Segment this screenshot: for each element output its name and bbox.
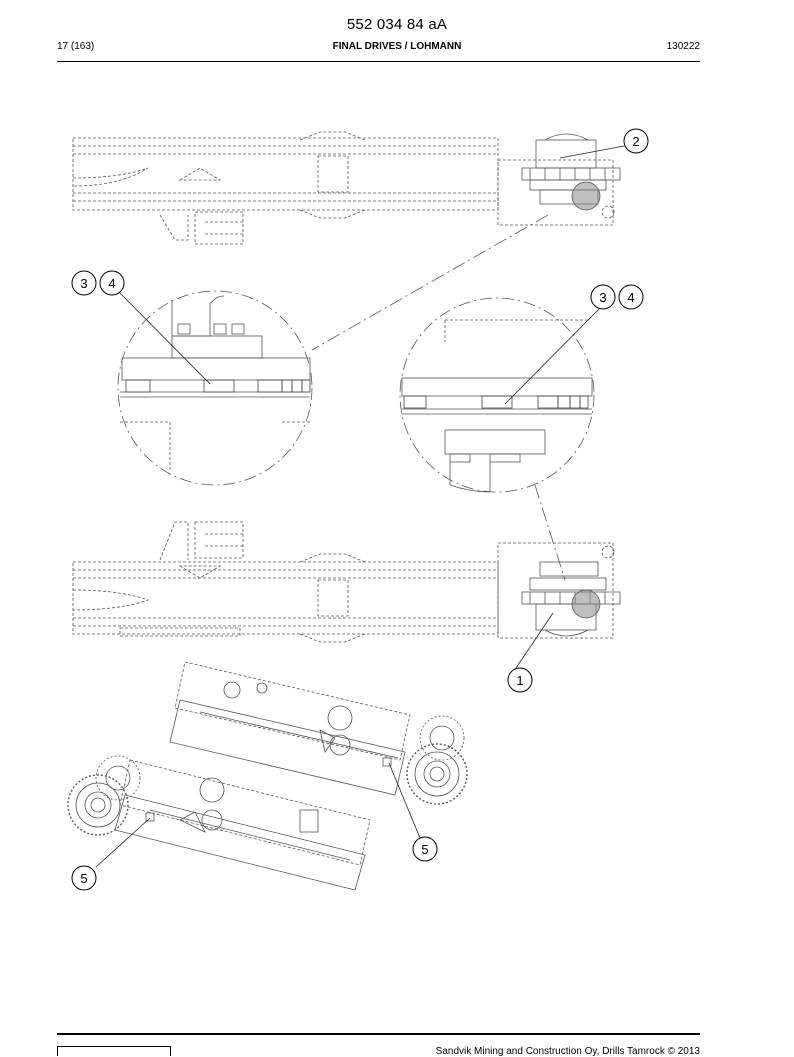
callout-3b: 3 (590, 284, 616, 310)
date-code: 130222 (666, 41, 700, 52)
svg-text:3: 3 (80, 276, 87, 291)
top-frame-view (72, 131, 499, 245)
callout-3a: 3 (71, 270, 97, 296)
callout-1: 1 (507, 667, 533, 693)
callout-4b: 4 (618, 284, 644, 310)
footer-logo (57, 1046, 171, 1056)
iso-track-frame-lower (114, 759, 371, 891)
detail-connectors (311, 214, 566, 581)
leader-lines (95, 145, 625, 868)
callout-2: 2 (623, 128, 649, 154)
detail-view-right (399, 297, 595, 493)
footer-rule (57, 1033, 700, 1035)
detail-view-left (117, 290, 313, 486)
svg-text:5: 5 (80, 871, 87, 886)
page-reference: 17 (163) (57, 41, 95, 52)
top-highlight-marker (571, 181, 601, 211)
callout-5a: 5 (412, 836, 438, 862)
iso-sprocket-right (406, 715, 468, 805)
doc-number: 552 034 84 aA (346, 16, 448, 33)
isometric-view (67, 661, 468, 891)
callout-4a: 4 (99, 270, 125, 296)
callout-5b: 5 (71, 865, 97, 891)
footer-copyright: Sandvik Mining and Construction Oy, Dril… (435, 1046, 700, 1057)
header-rule (57, 61, 700, 62)
bottom-frame-view (72, 521, 499, 643)
svg-text:1: 1 (516, 673, 523, 688)
svg-text:4: 4 (627, 290, 634, 305)
iso-track-frame-upper (169, 661, 411, 796)
section-title: FINAL DRIVES / LOHMANN (332, 41, 462, 52)
iso-sprocket-left (67, 755, 141, 836)
svg-text:2: 2 (632, 134, 639, 149)
svg-text:3: 3 (599, 290, 606, 305)
technical-drawing: 2 3 4 3 4 1 5 5 (67, 128, 649, 891)
bottom-highlight-marker (571, 589, 601, 619)
svg-text:4: 4 (108, 276, 115, 291)
svg-text:5: 5 (421, 842, 428, 857)
bottom-final-drive (497, 542, 621, 639)
top-final-drive (497, 133, 621, 226)
